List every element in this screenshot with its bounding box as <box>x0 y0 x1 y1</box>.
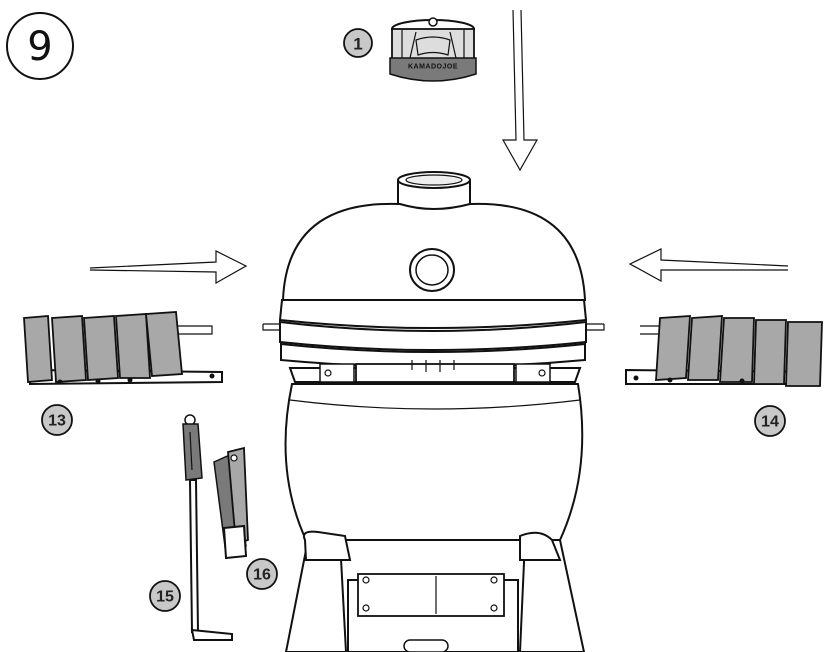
callout-vent-cap: 1 <box>343 28 373 58</box>
grill-body <box>262 171 605 652</box>
grate-gripper-part <box>213 446 249 560</box>
callout-right-shelf-label: 14 <box>761 414 779 431</box>
callout-vent-cap-label: 1 <box>353 35 362 54</box>
callout-left-shelf: 13 <box>41 404 73 436</box>
left-side-shelf-part <box>23 311 223 386</box>
callout-grate-gripper: 16 <box>246 558 278 590</box>
callout-left-shelf-label: 13 <box>48 413 66 430</box>
ash-tool-part <box>182 414 233 641</box>
step-number: 9 <box>27 24 52 70</box>
callout-ash-tool: 15 <box>149 580 181 612</box>
vent-cap-part: KAMADOJOE <box>389 17 477 82</box>
callout-ash-tool-label: 15 <box>156 589 174 606</box>
arrow-down-icon <box>501 9 539 172</box>
vent-cap-brand-text: KAMADOJOE <box>408 64 458 71</box>
step-badge: 9 <box>6 12 74 80</box>
arrow-right-icon <box>89 250 248 285</box>
callout-grate-gripper-label: 16 <box>253 567 271 584</box>
callout-right-shelf: 14 <box>754 405 786 437</box>
arrow-left-icon <box>628 248 789 283</box>
right-side-shelf-part <box>625 315 823 387</box>
